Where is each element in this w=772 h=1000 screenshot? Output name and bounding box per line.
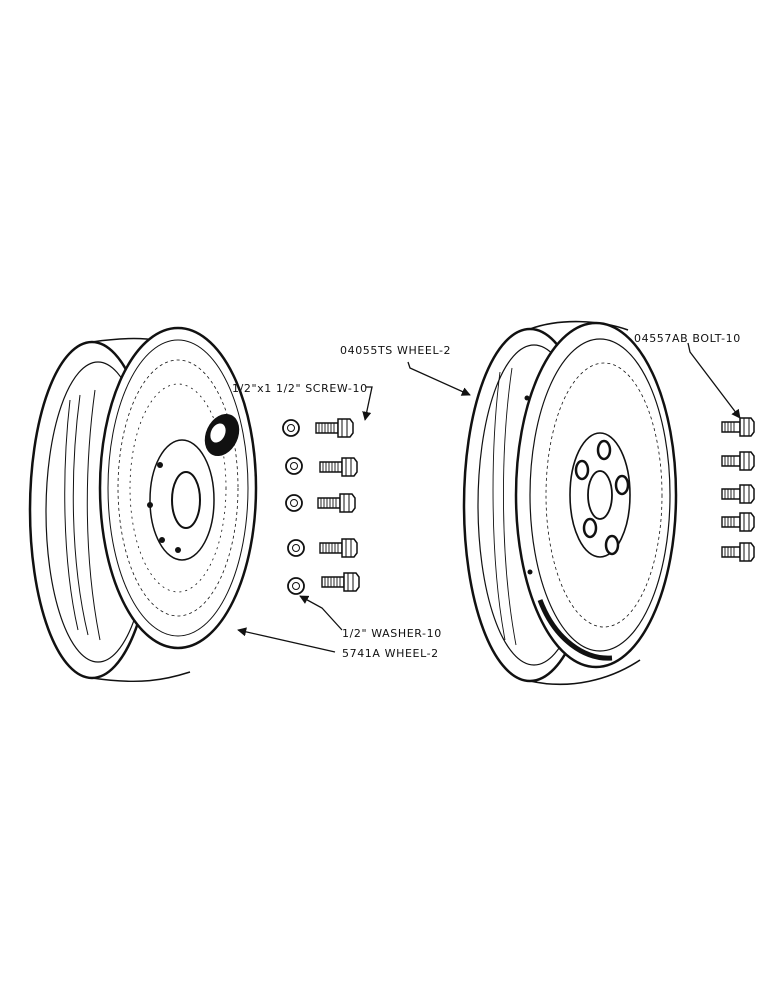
screw — [321, 572, 360, 592]
screw — [317, 493, 356, 513]
label-screw: 1/2"x1 1/2" SCREW-10 — [232, 382, 368, 395]
leader-washer — [299, 595, 343, 631]
bolt — [721, 512, 755, 532]
screw — [319, 538, 358, 558]
bolt — [721, 484, 755, 504]
screw — [319, 457, 358, 477]
screws — [315, 418, 360, 592]
leader-wheel-left — [237, 627, 336, 653]
leader-screw — [362, 386, 373, 421]
bolt — [721, 451, 755, 471]
label-wheel-left: 5741A WHEEL-2 — [342, 647, 439, 660]
washers — [282, 419, 305, 595]
right-wheel — [462, 320, 678, 686]
leader-wheel-right — [407, 361, 471, 396]
screw — [315, 418, 354, 438]
label-wheel-right: 04055TS WHEEL-2 — [340, 344, 451, 357]
left-wheel — [28, 326, 258, 683]
leader-lines — [237, 342, 741, 653]
label-washer: 1/2" WASHER-10 — [342, 627, 442, 640]
bolts — [721, 417, 755, 562]
bolt — [721, 417, 755, 437]
label-bolt: 04557AB BOLT-10 — [634, 332, 741, 345]
bolt — [721, 542, 755, 562]
leader-bolt — [687, 342, 741, 419]
